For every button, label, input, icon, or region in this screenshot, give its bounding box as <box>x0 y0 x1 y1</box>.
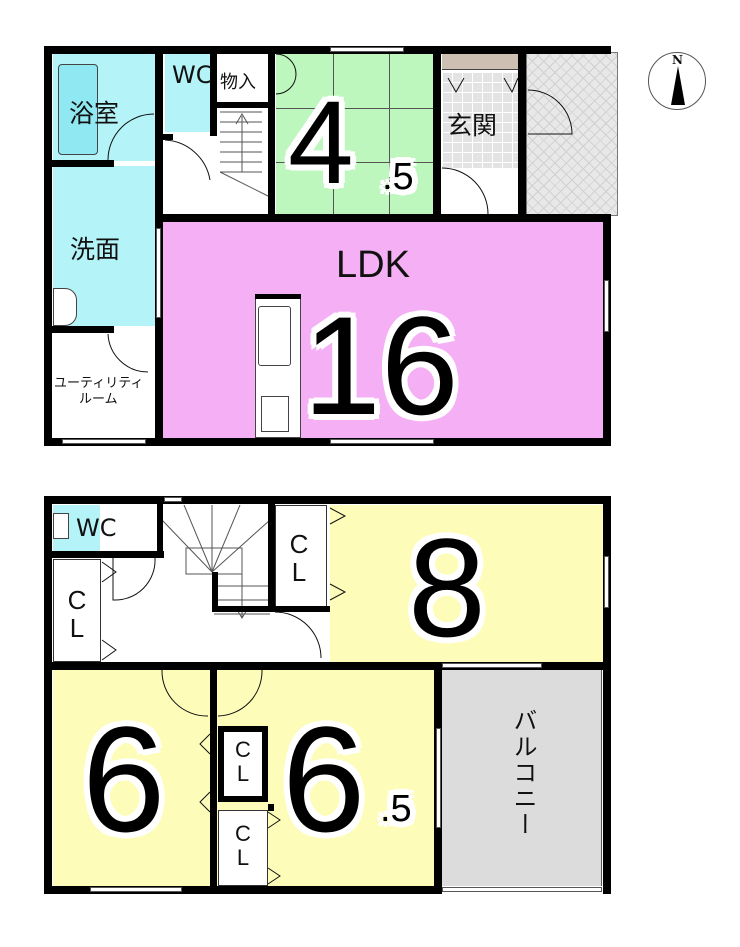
bedroom-6 <box>53 670 210 886</box>
door-swing <box>107 53 573 373</box>
compass: N <box>648 52 706 110</box>
wall <box>433 46 441 222</box>
bathtub <box>58 64 98 155</box>
closet-hall <box>53 559 101 662</box>
bedroom6-size: 6 <box>82 695 166 863</box>
window <box>156 228 161 318</box>
kitchen-stove <box>261 396 289 432</box>
washroom-label: 洗面 <box>70 235 121 264</box>
wall <box>603 496 611 894</box>
ldk-size: 16 <box>303 287 459 444</box>
window <box>604 556 609 608</box>
wall <box>44 46 611 54</box>
entrance-label: 玄関 <box>447 111 498 140</box>
stairs-1f <box>219 111 269 197</box>
storage-label: 物入 <box>220 72 256 93</box>
wall <box>44 160 114 167</box>
bath-label: 浴室 <box>69 99 120 128</box>
wall <box>44 326 114 333</box>
closet-b <box>218 810 268 886</box>
bedroom65-size: 6 <box>282 695 366 863</box>
door-swing <box>101 507 347 885</box>
wall <box>255 294 301 299</box>
wall <box>163 214 611 222</box>
north-arrow-icon <box>671 66 685 105</box>
wall <box>157 496 163 558</box>
wall <box>210 46 217 136</box>
balcony-label: バルコニー <box>509 708 537 838</box>
wall <box>268 496 275 610</box>
wall <box>44 46 52 444</box>
window <box>164 497 182 502</box>
closet-a <box>218 726 268 802</box>
wall <box>44 438 611 446</box>
japanese-room <box>276 54 433 214</box>
bedroom65-size-decimal: .5 <box>380 788 412 830</box>
utility-label-line1: ユーティリティ <box>54 376 144 391</box>
window <box>330 47 404 52</box>
japanese-room-size-decimal: .5 <box>382 156 414 198</box>
window <box>62 439 146 444</box>
window <box>604 280 609 332</box>
toilet <box>53 513 69 539</box>
bedroom-8 <box>330 505 603 662</box>
entrance-floor <box>442 72 518 168</box>
wall <box>210 662 217 894</box>
wall <box>217 102 273 108</box>
closet-bedroom8 <box>275 505 327 607</box>
wall <box>268 804 274 811</box>
entrance-step <box>442 168 518 214</box>
window <box>90 887 182 892</box>
wall <box>44 496 52 894</box>
wall <box>163 134 173 140</box>
wall <box>518 46 526 222</box>
japanese-room-size: 4 <box>288 77 354 209</box>
wall <box>44 496 611 504</box>
entrance-shoe-rack <box>442 54 518 70</box>
wall <box>212 572 218 612</box>
wall <box>44 662 611 670</box>
window <box>442 663 542 668</box>
wall <box>44 886 438 894</box>
bedroom8-size: 8 <box>408 509 486 666</box>
washbasin <box>53 288 77 326</box>
window <box>442 887 602 892</box>
window <box>436 728 441 828</box>
kitchen-sink <box>258 306 291 366</box>
ldk-room <box>162 222 603 438</box>
wc-room-1f <box>165 54 211 132</box>
wall <box>268 46 275 222</box>
utility-room <box>53 334 155 438</box>
utility-label-line2: ルーム <box>79 392 118 407</box>
wall <box>44 551 164 558</box>
window <box>330 439 434 444</box>
compass-north-label: N <box>672 53 683 67</box>
balcony <box>442 670 602 886</box>
ldk-label: LDK <box>336 244 410 286</box>
wc-label-2f: WC <box>76 514 117 542</box>
